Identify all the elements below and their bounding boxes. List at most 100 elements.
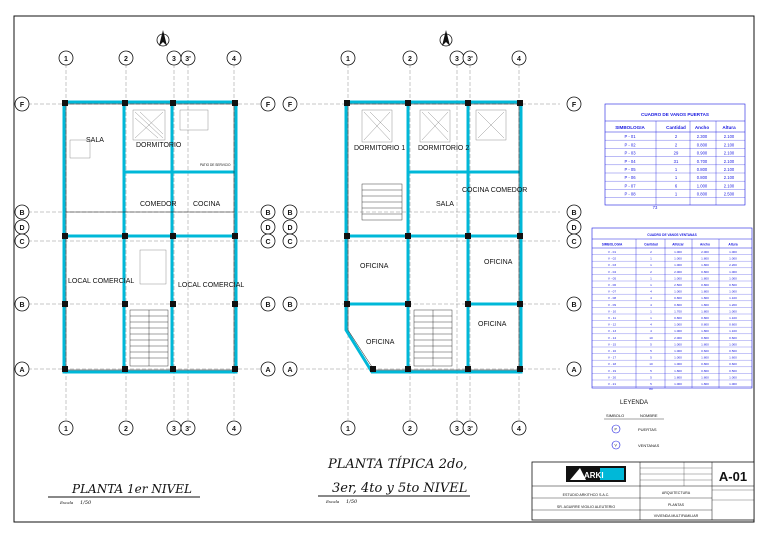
room-label-sala: SALA <box>86 137 104 144</box>
windows-cell: V - 14 <box>608 336 617 340</box>
room-label-oficina-2: OFICINA <box>484 259 513 266</box>
room-label-sala-typical: SALA <box>436 201 454 208</box>
legend-door-name: PUERTAS <box>638 427 657 432</box>
windows-cell: 0.800 <box>701 316 709 320</box>
windows-cell: 1.800 <box>701 290 709 294</box>
axis-F-right: F <box>572 102 577 109</box>
axis-3p-bottom: 3' <box>185 426 191 433</box>
doors-cell: 2 <box>675 134 678 139</box>
axis-A-left: A <box>287 367 292 374</box>
windows-cell: 1.800 <box>701 263 709 267</box>
doors-cell: P - 03 <box>624 151 636 156</box>
title-block: ARKI A-01 ESTUDIO ARKITHCO S.A.C. SR. AG… <box>531 461 755 521</box>
windows-cell: 1.700 <box>674 309 682 313</box>
windows-cell: 5 <box>650 375 652 379</box>
axis-B2-left: B <box>287 302 292 309</box>
plan-1-scale-label: Escala <box>59 500 74 505</box>
windows-cell: V - 09 <box>608 303 617 307</box>
windows-cell: 1.000 <box>729 342 737 346</box>
windows-cell: 1.000 <box>674 342 682 346</box>
axis-2-top: 2 <box>124 56 128 63</box>
doors-cell: 0.800 <box>697 167 708 172</box>
typical-floor-plan: DORMITORIO 1 DORMITORIO 2 SALA COCINA CO… <box>282 30 582 505</box>
windows-cell: 0.800 <box>701 362 709 366</box>
axis-2-bottom: 2 <box>408 426 412 433</box>
legend-door-symbol: P <box>615 428 618 432</box>
axis-A-right: A <box>265 367 270 374</box>
doors-cell: 0.800 <box>697 142 708 147</box>
north-arrow-icon <box>439 30 453 47</box>
plan-1-scale: 1/50 <box>80 500 92 506</box>
legend-col-name: NOMBRE <box>640 413 658 418</box>
doors-header-cell: Altura <box>722 125 736 130</box>
windows-table-title: CUADRO DE VANOS VENTANAS <box>647 233 696 237</box>
windows-cell: 1.000 <box>674 263 682 267</box>
axis-D-left: D <box>19 225 24 232</box>
doors-cell: 6 <box>675 183 678 188</box>
axis-3-bottom: 3 <box>172 426 176 433</box>
axis-C-left: C <box>19 239 24 246</box>
windows-table-total: 80 <box>649 387 653 391</box>
legend-window-name: VENTANAS <box>638 443 660 448</box>
windows-cell: 1.000 <box>729 250 737 254</box>
windows-cell: 0.600 <box>729 323 737 327</box>
axis-D-right: D <box>571 225 576 232</box>
windows-cell: 1.200 <box>729 303 737 307</box>
windows-cell: 1.800 <box>701 356 709 360</box>
windows-cell: V - 05 <box>608 276 617 280</box>
first-floor-plan: SALA DORMITORIO PATIO DE SERVICIO COMEDO… <box>14 30 276 506</box>
windows-cell: 0.800 <box>674 296 682 300</box>
windows-cell: V - 18 <box>608 362 617 366</box>
room-label-dorm-2: DORMITORIO 2 <box>418 145 469 152</box>
windows-cell: 2.000 <box>674 270 682 274</box>
windows-cell: 1.000 <box>729 375 737 379</box>
windows-cell: 1.000 <box>729 309 737 313</box>
doors-header-cell: Cantidad <box>666 125 686 130</box>
axis-2-bottom: 2 <box>124 426 128 433</box>
windows-cell: 1.800 <box>701 309 709 313</box>
windows-cell: 2 <box>650 270 652 274</box>
windows-cell: V - 03 <box>608 263 617 267</box>
windows-cell: 1.000 <box>729 276 737 280</box>
windows-cell: 2.500 <box>674 283 682 287</box>
doors-cell: 2.500 <box>724 192 735 197</box>
axis-C-left: C <box>287 239 292 246</box>
doors-table-title: CUADRO DE VANOS PUERTAS <box>641 112 709 117</box>
windows-cell: 1 <box>650 309 652 313</box>
windows-cell: 1.800 <box>701 303 709 307</box>
axis-4-top: 4 <box>232 56 236 63</box>
owner-name: SR. AGUIRRE VIGILIO ALEUTERIO <box>557 505 616 509</box>
doors-header-cell: SIMBOLOGIA <box>615 125 645 130</box>
windows-cell: 5 <box>650 342 652 346</box>
axis-D-left: D <box>287 225 292 232</box>
windows-cell: V - 06 <box>608 283 617 287</box>
windows-cell: 1.000 <box>729 257 737 261</box>
plan-typical-title-line-1: PLANTA TÍPICA 2do, <box>327 456 467 472</box>
door-symbol-icon <box>611 424 621 434</box>
room-label-local-2: LOCAL COMERCIAL <box>178 282 244 289</box>
axis-C-right: C <box>571 239 576 246</box>
windows-cell: 1.800 <box>701 342 709 346</box>
room-label-oficina-3: OFICINA <box>366 339 395 346</box>
windows-cell: 2.000 <box>674 336 682 340</box>
windows-cell: 1.000 <box>674 362 682 366</box>
doors-cell: 2.100 <box>724 183 735 188</box>
windows-cell: 2.200 <box>729 263 737 267</box>
windows-cell: 1.800 <box>701 382 709 386</box>
windows-cell: 5 <box>650 369 652 373</box>
axis-B1-left: B <box>287 210 292 217</box>
windows-cell: V - 08 <box>608 296 617 300</box>
doors-cell: P - 05 <box>624 167 636 172</box>
windows-cell: V - 04 <box>608 270 617 274</box>
windows-cell: 1.000 <box>674 356 682 360</box>
doors-cell: 1 <box>675 175 678 180</box>
room-label-oficina-1: OFICINA <box>360 263 389 270</box>
room-label-comedor: COMEDOR <box>140 201 177 208</box>
windows-cell: V - 11 <box>608 316 616 320</box>
windows-cell: V - 12 <box>608 323 617 327</box>
axis-4-top: 4 <box>517 56 521 63</box>
axis-B1-right: B <box>571 210 576 217</box>
axis-B2-left: B <box>19 302 24 309</box>
windows-cell: 1.000 <box>729 270 737 274</box>
